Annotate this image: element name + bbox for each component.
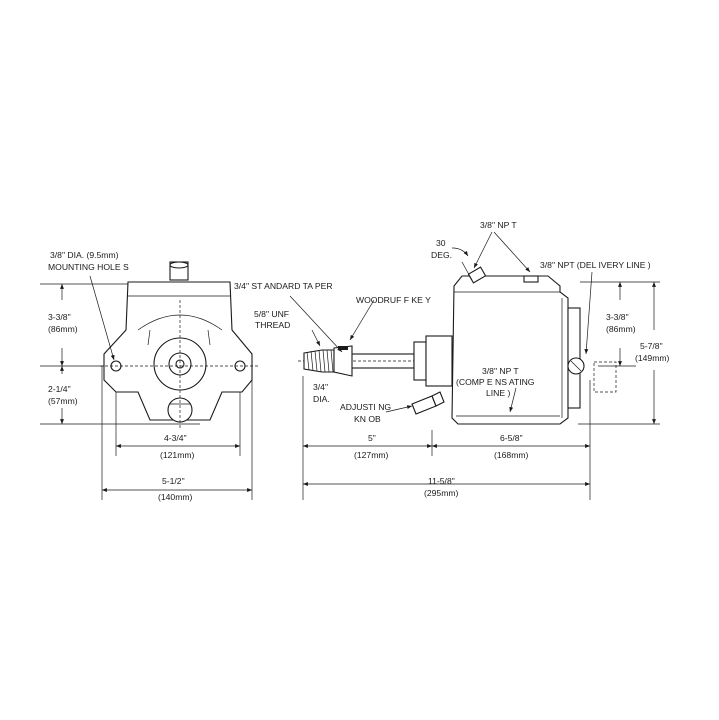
label-comp-3: LINE ): [486, 388, 510, 398]
label-npt-top: 3/8" NP T: [480, 220, 517, 230]
label-woodruff: WOODRUF F KE Y: [356, 295, 431, 305]
label-dia-1: 3/4": [313, 382, 328, 392]
flange: [413, 341, 427, 381]
woodruff-key: [338, 346, 348, 350]
label-taper: 3/4" ST ANDARD TA PER: [234, 281, 333, 291]
dim-body-length-metric: (168mm): [494, 450, 529, 460]
dim-left-upper-metric: (86mm): [48, 324, 78, 334]
dim-shaft-length-metric: (127mm): [354, 450, 389, 460]
label-delivery: 3/8" NPT (DEL IVERY LINE ): [540, 260, 651, 270]
dim-hole-spacing: 4-3/4": [164, 433, 187, 443]
dim-right-total-metric: (149mm): [635, 353, 670, 363]
dim-overall-length: 11-5/8": [428, 476, 455, 486]
label-dia-2: DIA.: [313, 394, 330, 404]
dim-overall-length-metric: (295mm): [424, 488, 459, 498]
labels: 3/8" DIA. (9.5mm) MOUNTING HOLE S 3/4" S…: [48, 220, 651, 424]
label-angle-2: DEG.: [431, 250, 452, 260]
dim-shaft-length: 5": [368, 433, 376, 443]
dim-right-upper: 3-3/8": [606, 312, 629, 322]
label-knob-2: KN OB: [354, 414, 381, 424]
label-comp-2: (COMP E NS ATING: [456, 377, 535, 387]
dim-left-upper: 3-3/8": [48, 312, 71, 322]
label-angle-1: 30: [436, 238, 446, 248]
label-unf-2: THREAD: [255, 320, 290, 330]
dim-left-lower: 2-1/4": [48, 384, 71, 394]
dim-overall-width: 5-1/2": [162, 476, 185, 486]
label-comp-1: 3/8" NP T: [482, 366, 519, 376]
top-port: [523, 275, 539, 283]
label-knob-1: ADJUSTI NG: [340, 402, 391, 412]
dim-overall-width-metric: (140mm): [158, 492, 193, 502]
label-unf-1: 5/8" UNF: [254, 309, 289, 319]
dim-hole-spacing-metric: (121mm): [160, 450, 195, 460]
front-view: [40, 261, 260, 500]
label-mounting-holes-1: 3/8" DIA. (9.5mm): [50, 250, 119, 260]
dim-right-upper-metric: (86mm): [606, 324, 636, 334]
dim-body-length: 6-5/8": [500, 433, 523, 443]
adjusting-knob: [411, 395, 437, 415]
label-mounting-holes-2: MOUNTING HOLE S: [48, 262, 129, 272]
dim-left-lower-metric: (57mm): [48, 396, 78, 406]
side-housing: [451, 275, 569, 425]
dimension-labels: 3-3/8" (86mm) 2-1/4" (57mm) 4-3/4" (121m…: [48, 312, 670, 502]
taper: [333, 345, 353, 377]
side-view: [289, 231, 660, 500]
dim-right-total: 5-7/8": [640, 341, 663, 351]
